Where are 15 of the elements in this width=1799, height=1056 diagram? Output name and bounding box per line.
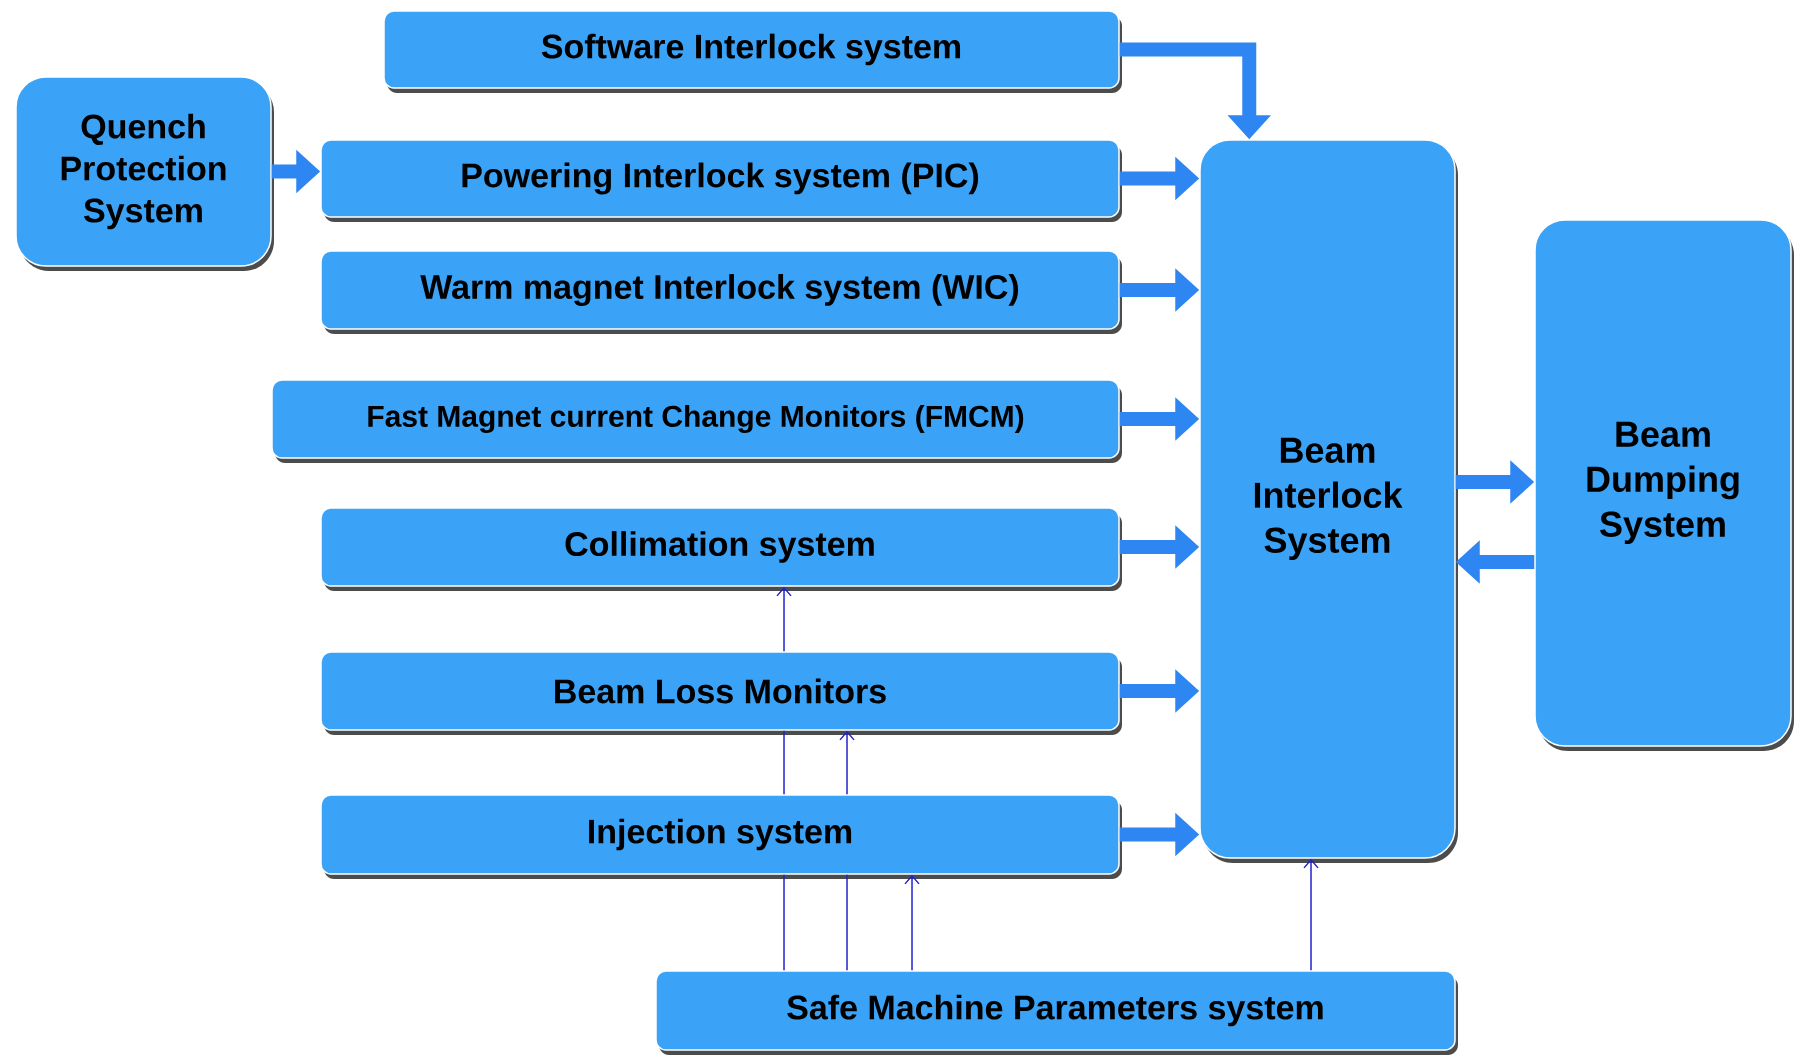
process-box: Safe Machine Parameters system <box>655 970 1458 1055</box>
process-box: Software Interlock system <box>383 10 1122 93</box>
arrow <box>904 874 920 971</box>
arrow <box>776 586 792 652</box>
process-box: Warm magnet Interlock system (WIC) <box>320 250 1122 334</box>
process-box: Beam Interlock System <box>1199 139 1458 863</box>
process-box: Powering Interlock system (PIC) <box>320 139 1122 222</box>
process-box: Collimation system <box>320 507 1122 591</box>
arrow <box>839 730 855 795</box>
process-box: Beam Loss Monitors <box>320 651 1122 735</box>
process-box: Injection system <box>320 794 1122 879</box>
process-box: Beam Dumping System <box>1534 219 1794 751</box>
process-box: Quench Protection System <box>15 76 274 271</box>
process-box: Fast Magnet current Change Monitors (FMCM) <box>271 379 1122 463</box>
arrow <box>1303 858 1319 971</box>
